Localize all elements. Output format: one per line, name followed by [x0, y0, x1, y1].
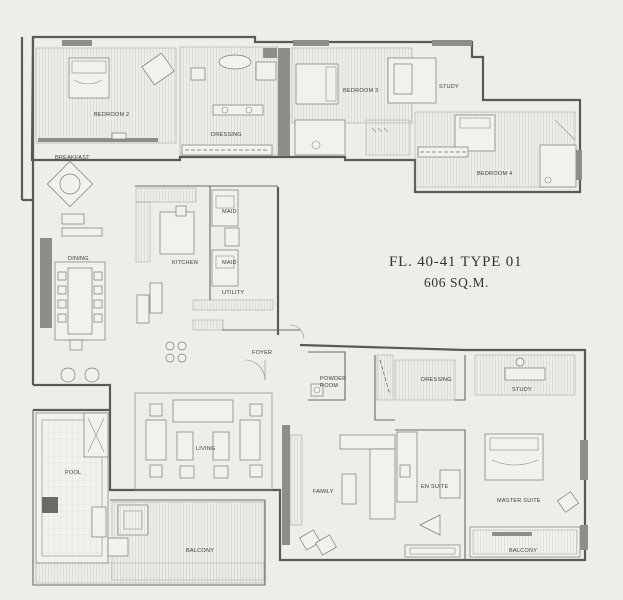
label-study-master: STUDY	[512, 387, 532, 393]
room-labels: BEDROOM 2 DRESSING BEDROOM 3 STUDY BEDRO…	[55, 84, 541, 554]
label-en-suite: EN SUITE	[421, 484, 448, 490]
label-living: LIVING	[196, 446, 216, 452]
label-powder-2: ROOM	[320, 383, 338, 389]
label-dining: DINING	[68, 256, 89, 262]
family-room	[282, 425, 396, 556]
label-pool: POOL	[65, 470, 81, 476]
label-maid-1: MAID	[222, 209, 237, 215]
en-suite	[395, 429, 466, 560]
label-bedroom-3: BEDROOM 3	[343, 88, 378, 94]
breakfast-area	[46, 160, 94, 225]
label-powder-1: POWDER	[320, 376, 346, 382]
dressing-top	[179, 46, 279, 156]
label-dressing-top: DRESSING	[211, 132, 242, 138]
label-breakfast: BREAKFAST	[55, 155, 90, 161]
plan-area: 606 SQ.M.	[424, 275, 489, 290]
label-bedroom-2: BEDROOM 2	[94, 112, 129, 118]
label-dressing-master: DRESSING	[421, 377, 452, 383]
bedroom-2	[35, 40, 177, 144]
outer-walls	[20, 35, 587, 586]
bedroom-4	[414, 111, 582, 188]
master-suite	[469, 433, 588, 558]
label-master-suite: MASTER SUITE	[497, 498, 541, 504]
master-dressing	[374, 354, 466, 421]
label-family: FAMILY	[313, 489, 334, 495]
label-kitchen: KITCHEN	[172, 260, 198, 266]
study-top	[387, 40, 472, 104]
core-shaft	[278, 48, 290, 156]
plan-title: FL. 40-41 TYPE 01	[389, 254, 522, 270]
dining-area	[40, 227, 106, 383]
label-balcony-master: BALCONY	[509, 548, 537, 554]
balcony-deck	[35, 501, 265, 584]
living-room	[134, 392, 273, 491]
label-study-top: STUDY	[439, 84, 459, 90]
kitchen-block	[135, 185, 278, 363]
label-maid-2: MAID	[222, 260, 237, 266]
label-bedroom-4: BEDROOM 4	[477, 171, 512, 177]
master-study	[474, 354, 576, 396]
label-utility: UTILITY	[222, 290, 244, 296]
foyer	[222, 324, 305, 381]
powder-room	[308, 351, 346, 401]
label-balcony-main: BALCONY	[186, 548, 214, 554]
label-foyer: FOYER	[252, 350, 272, 356]
